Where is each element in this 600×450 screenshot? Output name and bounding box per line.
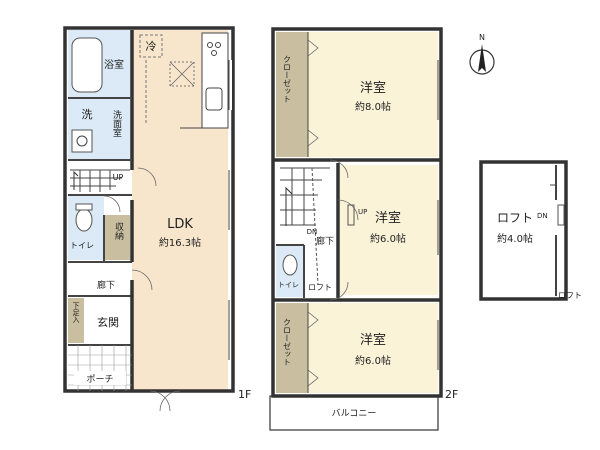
room-bottom-area: 約6.0帖 xyxy=(355,354,391,367)
stairs-up-label: UP xyxy=(113,173,124,182)
bathtub-icon xyxy=(71,37,103,93)
shoe-storage-label: 下足入 xyxy=(72,302,80,323)
room-bottom-name: 洋室 xyxy=(360,332,386,348)
closet-top-label: クローゼット xyxy=(283,55,292,103)
compass-icon: N xyxy=(469,33,495,75)
ldk-name: LDK xyxy=(167,217,193,232)
room-mid-name: 洋室 xyxy=(375,210,401,226)
loft-ladder-2f-label: ロフト xyxy=(308,283,332,292)
fridge-label: 冷 xyxy=(146,40,157,53)
stairs-1f xyxy=(70,169,130,192)
floor-2: 洋室 約8.0帖 洋室 約6.0帖 洋室 約6.0帖 廊下 DN UP トイレ … xyxy=(269,27,458,431)
up-2f-label: UP xyxy=(358,208,367,216)
room-top-area: 約8.0帖 xyxy=(355,100,391,113)
toilet-1f-label: トイレ xyxy=(70,241,94,250)
room-mid-area: 約6.0帖 xyxy=(370,232,406,245)
toilet-icon xyxy=(75,208,93,232)
storage-1f xyxy=(104,215,130,260)
stairs-2f xyxy=(280,167,330,226)
dn-2f-label: DN xyxy=(307,228,318,236)
loft-name: ロフト xyxy=(497,211,533,225)
floor-1-outline xyxy=(63,26,235,393)
toilet-2f-icon xyxy=(282,254,298,276)
closet-bottom xyxy=(276,303,308,393)
room-top-name: 洋室 xyxy=(360,80,386,96)
floor-1: 浴室 洗 冷 UP LDK 約16.3帖 廊下 玄関 ポーチ 1F 洗面室 収納… xyxy=(63,26,251,412)
sink-icon xyxy=(205,87,223,111)
balcony-label: バルコニー xyxy=(332,408,377,419)
loft-outline xyxy=(479,160,568,301)
ladder-icon xyxy=(347,204,355,226)
toilet-2f-label: トイレ xyxy=(278,281,299,289)
loft-dn-label: DN xyxy=(537,212,548,220)
floor-1-level: 1F xyxy=(238,388,251,401)
room-bottom xyxy=(308,303,438,393)
entrance-label: 玄関 xyxy=(97,315,119,329)
closet-bottom-label: クローゼット xyxy=(283,318,292,366)
compass-north-label: N xyxy=(479,33,485,42)
washroom-label: 洗面室 xyxy=(111,109,122,137)
room-top xyxy=(308,32,438,157)
floor-2-level: 2F xyxy=(445,388,458,401)
closet-top xyxy=(276,32,308,157)
storage-1f-label: 収納 xyxy=(113,221,124,241)
loft-plan: ロフト 約4.0帖 DN ロフト xyxy=(479,160,582,301)
loft-ladder-label: ロフト xyxy=(558,291,582,300)
hallway-1f-label: 廊下 xyxy=(97,279,115,291)
hallway-2f-label: 廊下 xyxy=(316,235,334,247)
room-mid xyxy=(340,165,438,295)
porch-label: ポーチ xyxy=(86,374,113,385)
loft-ladder-icon xyxy=(557,204,565,226)
balcony xyxy=(269,395,439,431)
washbasin-icon xyxy=(76,135,88,147)
loft-area: 約4.0帖 xyxy=(497,232,533,245)
washer-label: 洗 xyxy=(82,108,93,121)
stove-icon xyxy=(207,42,213,48)
shoe-storage xyxy=(68,298,84,343)
kitchen-counter xyxy=(201,32,229,129)
bath-label: 浴室 xyxy=(104,58,124,71)
fridge-space xyxy=(139,34,163,58)
ldk-area: 約16.3帖 xyxy=(159,236,201,249)
